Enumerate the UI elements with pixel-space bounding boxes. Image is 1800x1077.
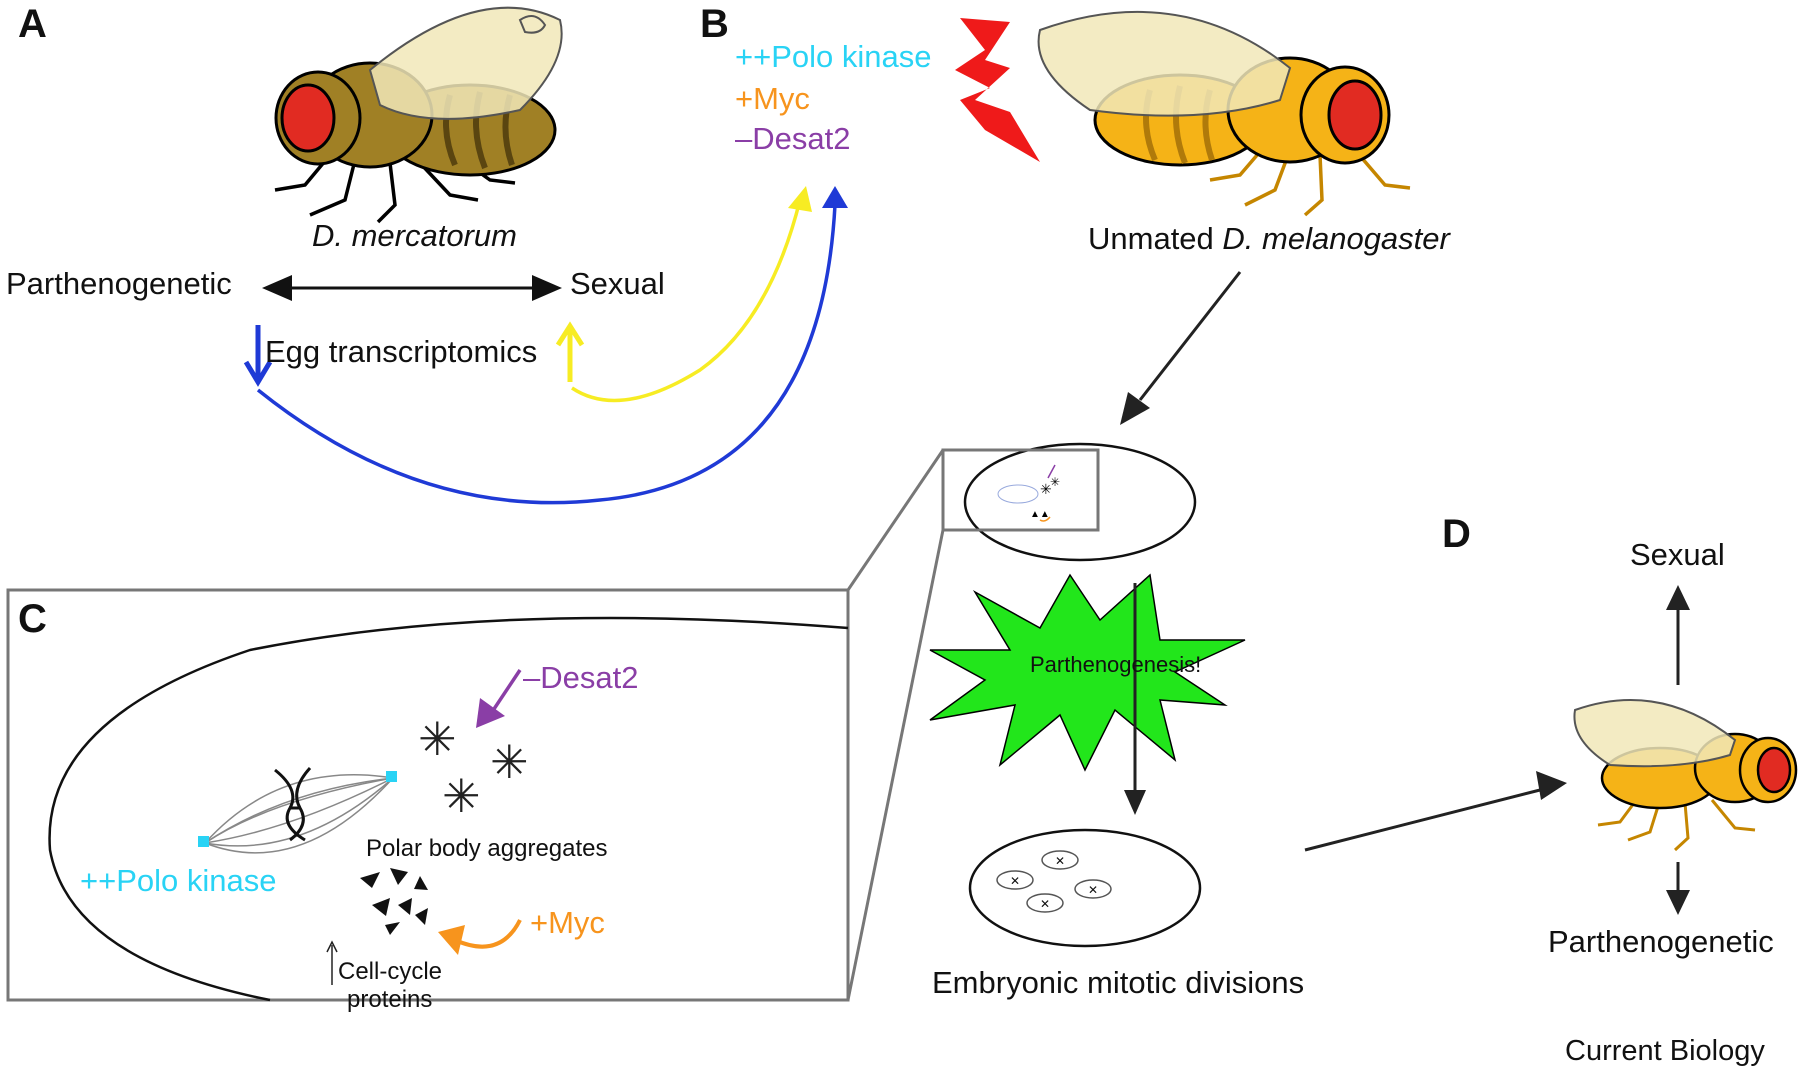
zoom-line-bottom <box>846 529 945 1001</box>
myc-arrow <box>454 919 522 949</box>
down-arrow-icon <box>243 325 273 387</box>
parthenogenesis-burst <box>929 573 1246 772</box>
unmated-prefix: Unmated <box>1088 221 1223 256</box>
unmated-caption: Unmated D. melanogaster <box>1088 221 1450 257</box>
zoom-box <box>941 448 1100 532</box>
fly-melanogaster <box>1037 10 1411 217</box>
svg-text:✳: ✳ <box>442 770 481 822</box>
species-mercatorum: D. mercatorum <box>312 218 517 253</box>
egg-top <box>963 442 1197 562</box>
c-cellcycle-2: proteins <box>347 986 433 1013</box>
zoom-line-top <box>846 449 945 591</box>
mode-sexual-a: Sexual <box>570 266 665 301</box>
mitotic-spindles <box>996 850 1112 913</box>
egg-to-fly-arrow <box>1304 788 1541 852</box>
svg-text:▲▲: ▲▲ <box>1030 509 1050 520</box>
up-arrow-icon <box>555 321 585 382</box>
svg-text:✳: ✳ <box>418 713 457 765</box>
panel-b-label: B <box>700 2 729 46</box>
panel-a-label: A <box>18 2 47 46</box>
c-myc: +Myc <box>530 905 605 940</box>
fly-to-egg-arrow <box>1138 271 1242 401</box>
fly-mercatorum <box>274 6 563 224</box>
panel-c-label: C <box>18 597 47 641</box>
species-melanogaster: D. melanogaster <box>1222 221 1450 256</box>
spindle-icon <box>204 774 394 854</box>
c-desat2: –Desat2 <box>523 660 639 695</box>
gene-polo: ++Polo kinase <box>735 39 932 74</box>
journal-name: Current Biology <box>1565 1035 1765 1067</box>
d-sexual: Sexual <box>1630 537 1725 572</box>
burst-text: Parthenogenesis! <box>1030 652 1202 677</box>
gene-myc: +Myc <box>735 81 810 116</box>
egg-bottom <box>968 828 1202 948</box>
small-up-arrow-icon <box>326 940 338 985</box>
c-polo: ++Polo kinase <box>80 863 277 898</box>
egg-transcriptomics: Egg transcriptomics <box>265 334 538 369</box>
gene-desat2: –Desat2 <box>735 121 851 156</box>
panel-d-label: D <box>1442 512 1471 556</box>
polar-body-asters: ✳ ✳ ✳ <box>418 713 529 822</box>
svg-text:✳: ✳ <box>1050 475 1060 489</box>
c-cellcycle-1: Cell-cycle <box>338 958 443 985</box>
mitotic-divisions: Embryonic mitotic divisions <box>932 965 1305 1000</box>
svg-text:✳: ✳ <box>490 736 529 788</box>
cell-cycle-blobs <box>360 868 428 935</box>
fly-offspring <box>1573 699 1798 852</box>
blue-curve-arrow <box>256 204 837 505</box>
svg-text:✕: ✕ <box>1010 874 1020 888</box>
d-parthenogenetic: Parthenogenetic <box>1548 924 1774 959</box>
panel-c-box <box>6 588 850 1002</box>
panel-c-egg <box>48 616 849 1002</box>
svg-text:✕: ✕ <box>1088 883 1098 897</box>
lightning-icon <box>955 18 1040 162</box>
c-polar-body: Polar body aggregates <box>366 835 608 862</box>
svg-text:✕: ✕ <box>1040 897 1050 911</box>
mode-parthenogenetic-a: Parthenogenetic <box>6 266 232 301</box>
svg-text:✳: ✳ <box>1040 481 1052 497</box>
egg-top-details: ✳ ✳ ▲▲ <box>997 464 1060 522</box>
yellow-curve-arrow <box>571 199 802 403</box>
svg-text:✕: ✕ <box>1055 854 1065 868</box>
